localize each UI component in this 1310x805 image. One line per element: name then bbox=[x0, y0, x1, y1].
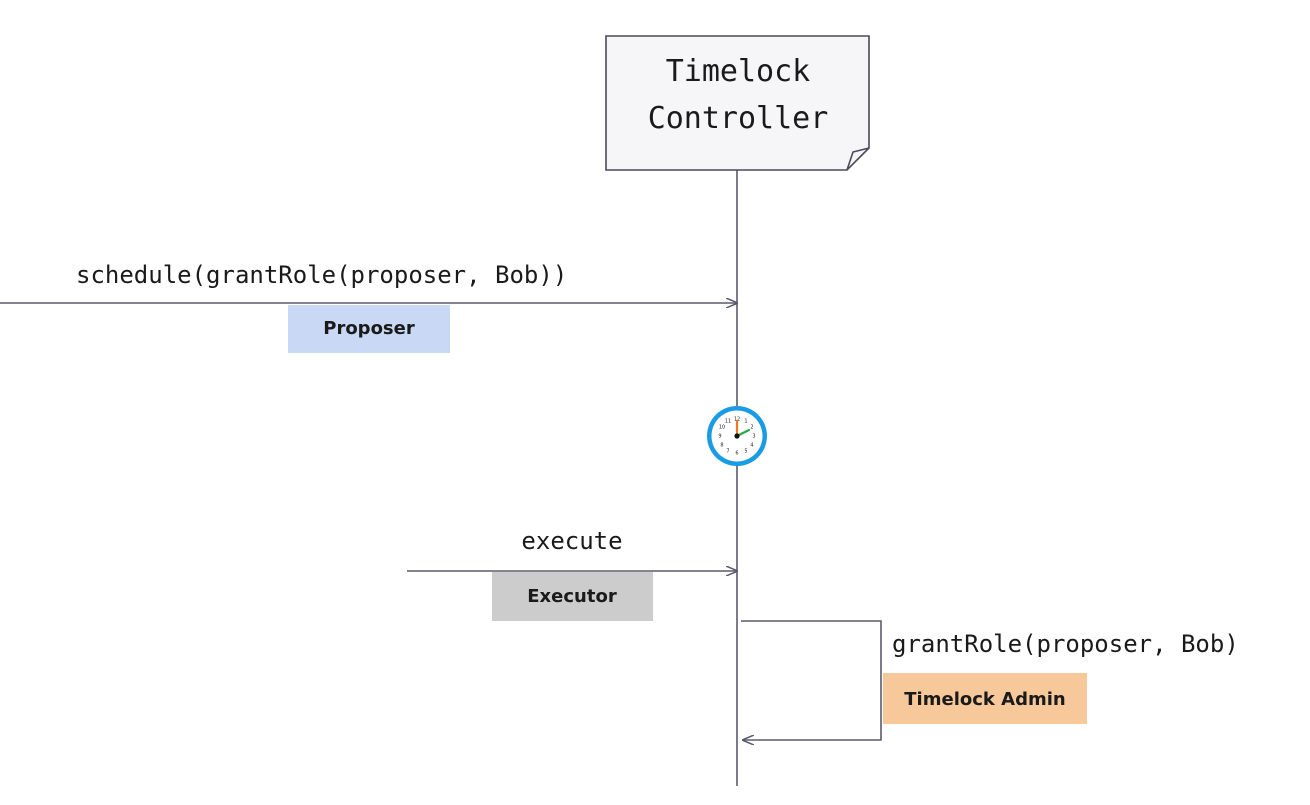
execute-call-label: execute bbox=[521, 527, 622, 555]
executor-badge bbox=[492, 572, 653, 621]
clock-number: 1 bbox=[744, 419, 747, 425]
clock-number: 4 bbox=[750, 443, 753, 449]
clock-number: 2 bbox=[750, 425, 753, 431]
timelock-admin-badge bbox=[883, 673, 1087, 724]
timelock-admin-badge-label: Timelock Admin bbox=[904, 689, 1065, 710]
clock-number: 12 bbox=[734, 417, 740, 423]
clock-number: 6 bbox=[735, 451, 738, 457]
clock-number: 3 bbox=[752, 434, 755, 440]
clock-number: 9 bbox=[718, 434, 721, 440]
self-call-arrow bbox=[741, 620, 882, 740]
grant-call-label: grantRole(proposer, Bob) bbox=[892, 630, 1239, 658]
participant-title-line2: Controller bbox=[648, 101, 829, 136]
proposer-badge-label: Proposer bbox=[323, 318, 415, 339]
proposer-badge bbox=[288, 305, 450, 353]
clock-number: 7 bbox=[726, 449, 729, 455]
clock-number: 5 bbox=[744, 449, 747, 455]
executor-badge-label: Executor bbox=[527, 586, 617, 607]
participant-box: Timelock Controller bbox=[605, 35, 870, 171]
clock-number: 11 bbox=[725, 419, 731, 425]
schedule-call-label: schedule(grantRole(proposer, Bob)) bbox=[76, 261, 567, 289]
clock-number: 10 bbox=[719, 425, 725, 431]
clock-number: 8 bbox=[720, 443, 723, 449]
participant-title-line1: Timelock bbox=[666, 54, 811, 89]
clock-icon: 12 1 2 3 4 5 6 7 8 9 10 11 bbox=[707, 406, 767, 466]
